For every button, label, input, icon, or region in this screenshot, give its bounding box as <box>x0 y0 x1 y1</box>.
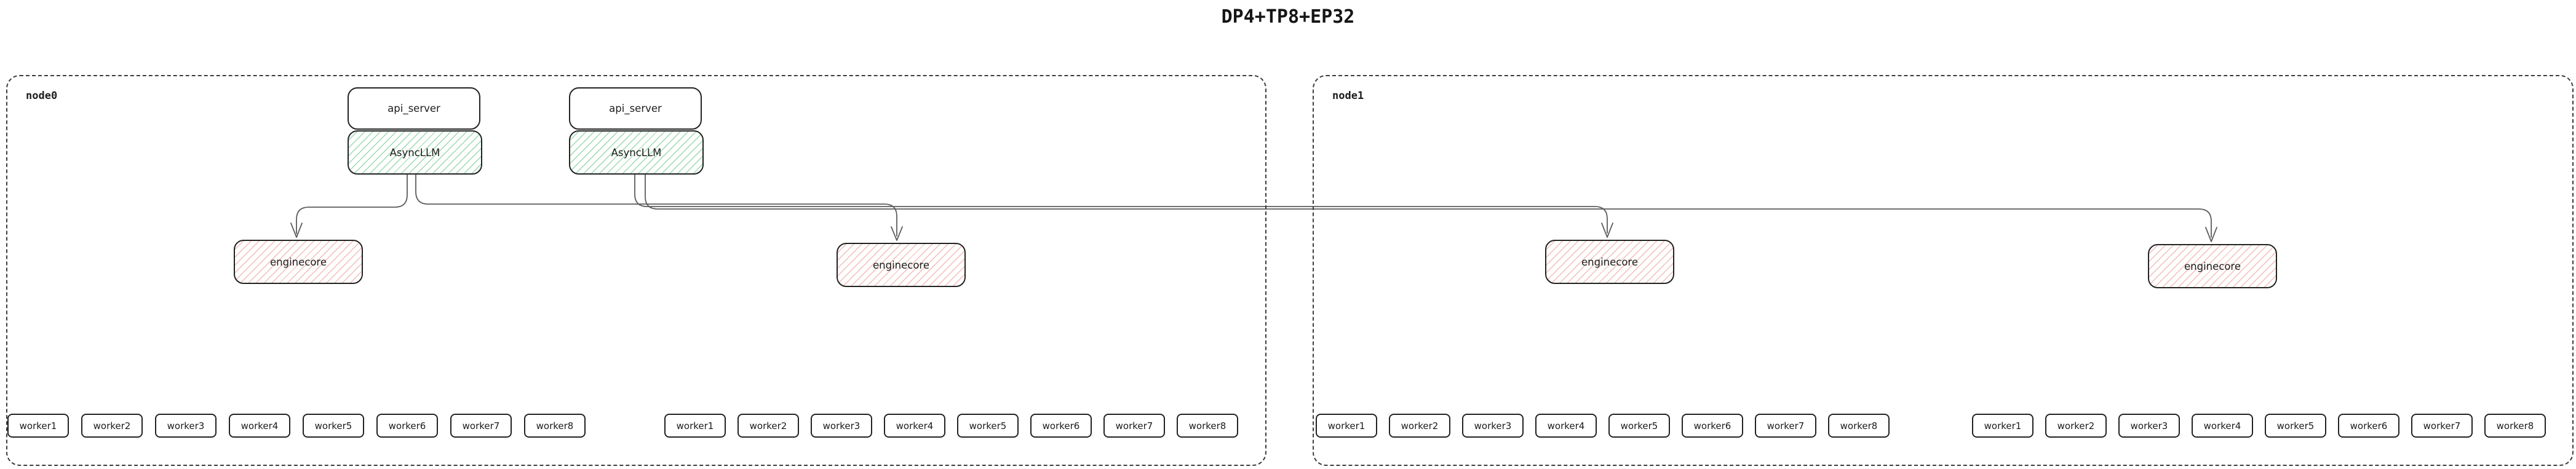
enginecore-box-label: enginecore <box>872 259 929 271</box>
worker-box: worker4 <box>1535 414 1597 438</box>
enginecore-box: enginecore <box>2148 244 2277 288</box>
enginecore-box-label: enginecore <box>269 256 327 268</box>
worker-box-label: worker5 <box>314 420 352 432</box>
worker-box: worker1 <box>664 414 726 438</box>
worker-box: worker5 <box>303 414 364 438</box>
worker-box: worker1 <box>1972 414 2033 438</box>
worker-box: worker3 <box>2118 414 2180 438</box>
enginecore-box: enginecore <box>234 240 363 284</box>
worker-box-label: worker8 <box>1188 420 1226 432</box>
worker-box: worker8 <box>2484 414 2546 438</box>
worker-box-label: worker3 <box>1474 420 1512 432</box>
worker-box: worker7 <box>1103 414 1165 438</box>
worker-box-label: worker6 <box>388 420 426 432</box>
worker-box-label: worker7 <box>2423 420 2461 432</box>
worker-box: worker5 <box>957 414 1019 438</box>
api-server-box: api_server <box>569 87 702 130</box>
worker-box: worker2 <box>2045 414 2107 438</box>
worker-box: worker7 <box>450 414 512 438</box>
worker-box-label: worker4 <box>2203 420 2241 432</box>
asyncllm-box-label: AsyncLLM <box>611 146 662 159</box>
worker-box-label: worker5 <box>969 420 1007 432</box>
worker-box: worker7 <box>1755 414 1816 438</box>
worker-box-label: worker4 <box>896 420 934 432</box>
worker-box-label: worker6 <box>1693 420 1731 432</box>
worker-box-label: worker8 <box>536 420 574 432</box>
worker-box-label: worker3 <box>2130 420 2168 432</box>
worker-box-label: worker3 <box>822 420 861 432</box>
worker-box-label: worker1 <box>1984 420 2022 432</box>
worker-box-label: worker7 <box>462 420 500 432</box>
node-label: node0 <box>26 90 58 102</box>
worker-box-label: worker1 <box>676 420 714 432</box>
worker-box: worker5 <box>2265 414 2326 438</box>
api-server-box-label: api_server <box>609 103 662 114</box>
api-server-box: api_server <box>348 87 480 130</box>
worker-box: worker6 <box>1030 414 1092 438</box>
worker-box: worker1 <box>1316 414 1377 438</box>
worker-box: worker6 <box>2338 414 2399 438</box>
worker-box-label: worker2 <box>93 420 131 432</box>
worker-box: worker3 <box>1462 414 1524 438</box>
worker-box-label: worker5 <box>1620 420 1658 432</box>
worker-box-label: worker1 <box>19 420 57 432</box>
node-label: node1 <box>1332 90 1364 102</box>
worker-box: worker2 <box>1389 414 1450 438</box>
worker-box: worker6 <box>376 414 438 438</box>
enginecore-box: enginecore <box>837 243 966 287</box>
asyncllm-box: AsyncLLM <box>569 130 704 175</box>
worker-box-label: worker2 <box>1401 420 1439 432</box>
worker-box: worker3 <box>811 414 872 438</box>
worker-box-label: worker2 <box>2057 420 2095 432</box>
enginecore-box: enginecore <box>1545 240 1674 284</box>
enginecore-box-label: enginecore <box>1581 256 1638 268</box>
worker-box-label: worker6 <box>1042 420 1080 432</box>
worker-box-label: worker1 <box>1327 420 1366 432</box>
worker-box: worker5 <box>1608 414 1670 438</box>
worker-box-label: worker8 <box>1840 420 1878 432</box>
worker-box: worker2 <box>737 414 799 438</box>
diagram-title: DP4+TP8+EP32 <box>1221 6 1355 28</box>
worker-box: worker2 <box>81 414 143 438</box>
worker-box: worker8 <box>524 414 586 438</box>
worker-box-label: worker5 <box>2276 420 2315 432</box>
worker-box-label: worker2 <box>749 420 787 432</box>
worker-box-label: worker6 <box>2350 420 2388 432</box>
worker-box-label: worker7 <box>1767 420 1805 432</box>
worker-box: worker7 <box>2411 414 2473 438</box>
worker-box-label: worker8 <box>2496 420 2534 432</box>
worker-box: worker8 <box>1177 414 1238 438</box>
asyncllm-box: AsyncLLM <box>348 130 482 175</box>
worker-box: worker4 <box>229 414 290 438</box>
worker-box-label: worker4 <box>1547 420 1585 432</box>
worker-box: worker6 <box>1682 414 1743 438</box>
worker-box: worker8 <box>1828 414 1890 438</box>
worker-box-label: worker7 <box>1115 420 1153 432</box>
worker-box: worker3 <box>155 414 217 438</box>
worker-box: worker1 <box>7 414 69 438</box>
asyncllm-box-label: AsyncLLM <box>389 146 440 159</box>
worker-box: worker4 <box>2192 414 2253 438</box>
worker-box-label: worker3 <box>167 420 205 432</box>
api-server-box-label: api_server <box>388 103 440 114</box>
worker-box-label: worker4 <box>241 420 279 432</box>
worker-box: worker4 <box>884 414 945 438</box>
node-box-node1: node1 enginecore enginecore worker1 worker2… <box>1313 75 2574 466</box>
enginecore-box-label: enginecore <box>2184 260 2241 272</box>
